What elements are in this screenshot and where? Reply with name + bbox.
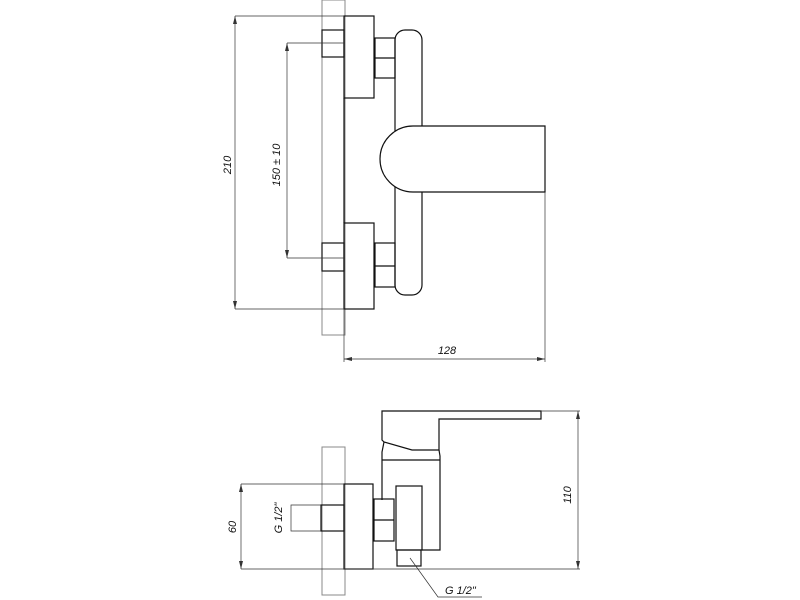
lower-flange <box>343 222 375 310</box>
flange <box>343 483 374 570</box>
dimension-60-label: 60 <box>227 520 239 533</box>
lower-inlet-stub <box>321 242 345 272</box>
mixer-body <box>381 441 441 551</box>
outlet-thread-leader <box>409 557 482 598</box>
dimension-128-label: 128 <box>438 345 457 357</box>
spout <box>379 125 546 193</box>
inlet-thread-label: G 1/2" <box>273 502 285 534</box>
wall-strip <box>321 0 346 336</box>
lever-handle <box>381 410 542 451</box>
dimension-150-label: 150 ± 10 <box>271 143 283 187</box>
upper-inlet-stub <box>321 29 345 58</box>
inlet-stub <box>320 504 345 532</box>
outlet-thread-label: G 1/2" <box>445 585 477 597</box>
lower-nut <box>374 242 396 288</box>
side-view: 60 110 G 1/2" G 1/2" <box>227 410 580 598</box>
wall-strip <box>321 446 346 596</box>
top-view: 210 150 ± 10 128 <box>222 0 546 362</box>
valve-body <box>395 485 423 551</box>
upper-flange <box>343 15 375 99</box>
outlet <box>396 549 422 567</box>
dimension-210-label: 210 <box>222 155 234 175</box>
inlet-thread-bracket <box>290 504 321 532</box>
dimension-110-label: 110 <box>562 485 574 503</box>
